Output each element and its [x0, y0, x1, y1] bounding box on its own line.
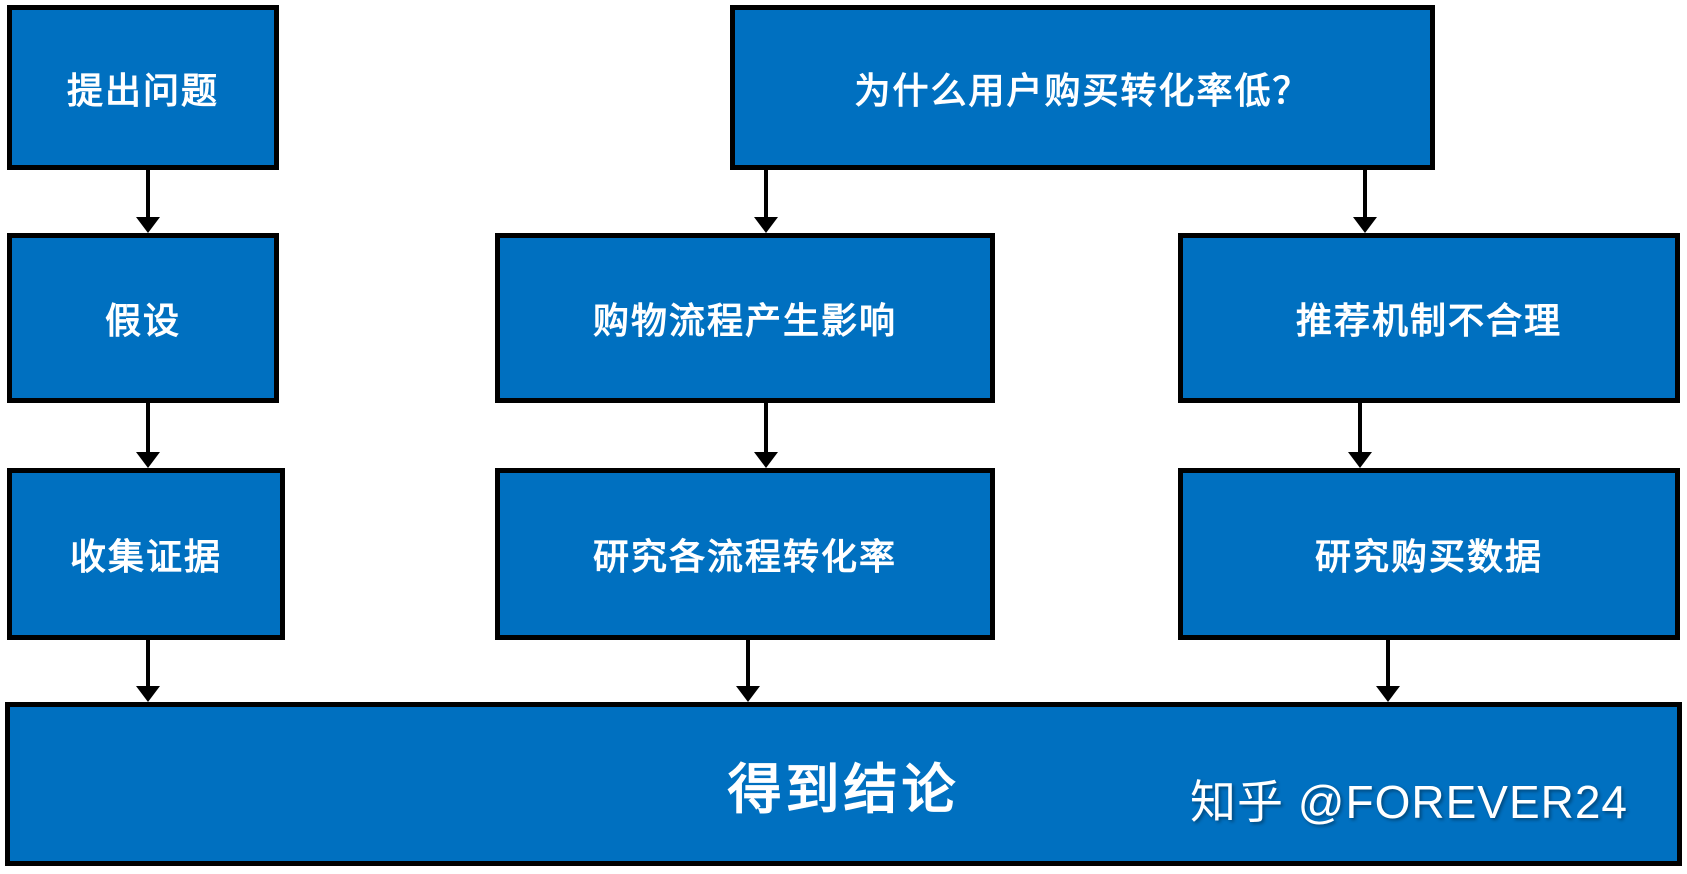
flow-node-propose-question: 提出问题: [7, 5, 279, 170]
flow-node-conclusion: 得到结论: [5, 702, 1682, 866]
node-label: 研究购买数据: [1314, 536, 1543, 577]
node-label: 收集证据: [69, 536, 222, 577]
node-label: 假设: [104, 300, 181, 341]
zhihu-watermark: 知乎 @FOREVER24: [1190, 776, 1629, 828]
node-label: 购物流程产生影响: [592, 300, 897, 341]
arrow-funnel-research-to-conclusion: [735, 640, 761, 702]
arrow-collect-evidence-to-conclusion: [135, 640, 161, 702]
arrow-recommendation-to-purchase-research: [1347, 403, 1373, 468]
flow-node-recommendation-unreasonable: 推荐机制不合理: [1178, 233, 1680, 403]
arrow-question-to-recommendation: [1352, 170, 1378, 233]
node-label: 提出问题: [66, 69, 219, 111]
node-label: 研究各流程转化率: [592, 536, 897, 577]
node-label: 为什么用户购买转化率低？: [854, 69, 1311, 111]
arrow-purchase-research-to-conclusion: [1375, 640, 1401, 702]
flow-node-why-low-conversion: 为什么用户购买转化率低？: [730, 5, 1435, 170]
flow-node-collect-evidence: 收集证据: [7, 468, 285, 640]
node-label: 推荐机制不合理: [1295, 300, 1562, 341]
arrow-hypothesis-to-collect-evidence: [135, 403, 161, 468]
flow-node-funnel-conversion-research: 研究各流程转化率: [495, 468, 995, 640]
flow-node-purchase-data-research: 研究购买数据: [1178, 468, 1680, 640]
node-label: 得到结论: [727, 759, 960, 820]
arrow-shopping-flow-to-funnel-research: [753, 403, 779, 468]
flow-node-shopping-flow-impact: 购物流程产生影响: [495, 233, 995, 403]
arrow-propose-to-hypothesis: [135, 170, 161, 233]
flow-node-hypothesis: 假设: [7, 233, 279, 403]
arrow-question-to-shopping-flow: [753, 170, 779, 233]
